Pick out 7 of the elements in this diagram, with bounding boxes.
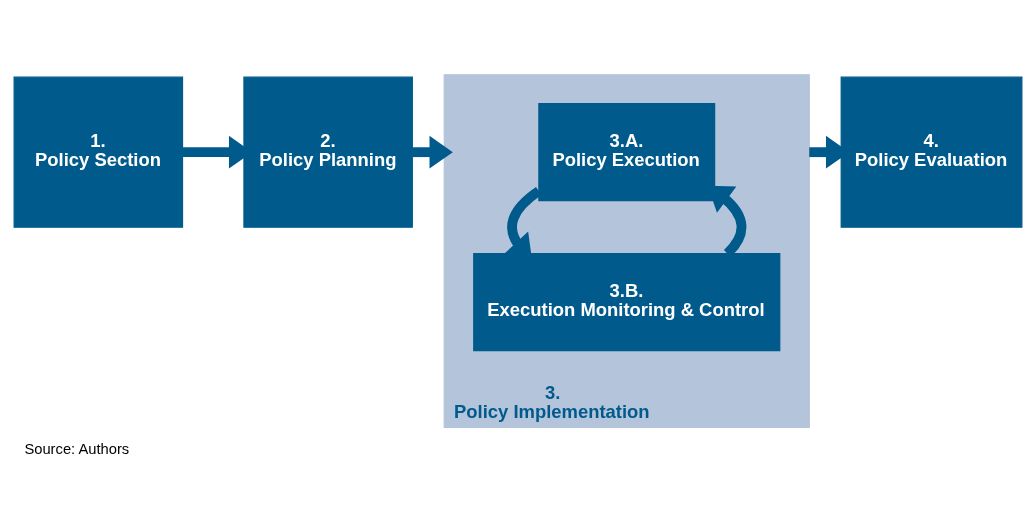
caption: Source: Authors <box>23 440 129 457</box>
node-box: 3.B. Execution Monitoring & Control <box>472 252 780 352</box>
node-box: 1. Policy Section <box>13 76 183 228</box>
node-box: 2. Policy Planning <box>242 76 413 228</box>
arrow <box>412 135 453 169</box>
node-box: 4. Policy Evaluation <box>840 76 1022 228</box>
node-box: 3.A. Policy Execution <box>537 103 715 202</box>
